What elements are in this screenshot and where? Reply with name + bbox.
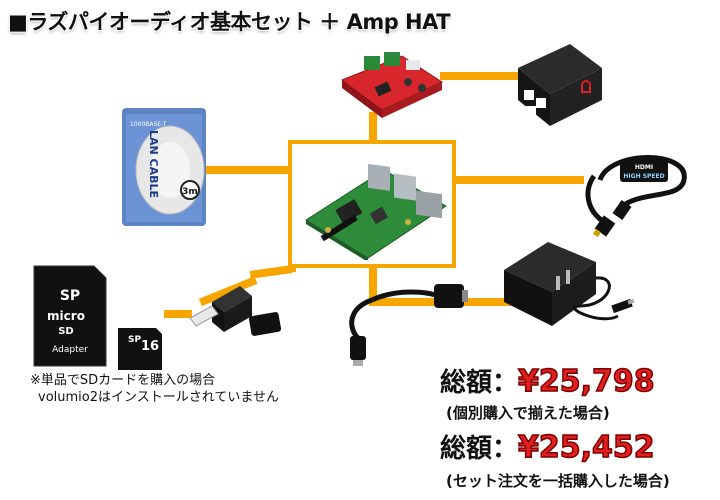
price-label: 総額：: [440, 434, 519, 464]
microsd-capacity: 16: [141, 339, 159, 354]
hdmi-bottom-label: HIGH SPEED: [623, 173, 664, 180]
price-value: ¥25,798: [517, 363, 655, 400]
price-note-set: (セット注文を一括購入した場合): [446, 472, 670, 490]
microsd-brand: SP: [128, 335, 141, 345]
usb-card-reader: [189, 286, 282, 336]
wire-left-card-b: [249, 265, 293, 279]
wire-left-card-a: [288, 264, 296, 272]
note-line-2: volumio2はインストールされていません: [38, 390, 279, 405]
sd-adapter-label: Adapter: [52, 345, 88, 355]
raspberry-pi-board: [305, 163, 447, 260]
price-block-set: 総額：¥25,452: [440, 428, 655, 466]
price-note-individual: (個別購入で揃えた場合): [446, 404, 610, 422]
wire-top-vertical: [369, 112, 377, 142]
power-adapter: [504, 242, 635, 326]
price-value: ¥25,452: [517, 429, 655, 466]
lan-main-label: LAN CABLE: [147, 130, 160, 198]
sd-card-adapter: SP micro SD Adapter: [33, 265, 107, 367]
microsd-card: SP 16: [118, 328, 162, 370]
sd-type: micro: [47, 309, 85, 323]
sd-brand: SP: [60, 288, 80, 304]
lan-cable-package: 3m LAN CABLE 1000BASE-T: [122, 108, 206, 226]
sd-type2: SD: [58, 326, 74, 337]
lan-small-label: 1000BASE-T: [130, 121, 167, 128]
page-title: ■ラズパイオーディオ基本セット ＋ Amp HAT: [8, 10, 451, 34]
otg-cable: [349, 284, 468, 366]
wire-reader-stub: [164, 310, 192, 318]
amp-hat-board: [340, 52, 444, 118]
sd-card-note: ※単品でSDカードを購入の場合 volumio2はインストールされていません: [30, 372, 279, 406]
black-case: [518, 44, 602, 126]
hdmi-top-label: HDMI: [635, 164, 653, 171]
wire-center-down: [369, 266, 377, 306]
wire-right-top: [440, 72, 520, 80]
lan-size-label: 3m: [182, 187, 198, 197]
note-line-1: ※単品でSDカードを購入の場合: [30, 373, 216, 388]
hdmi-cable: HDMI HIGH SPEED: [585, 155, 687, 238]
wire-right-hdmi: [454, 176, 584, 184]
price-block-individual: 総額：¥25,798: [440, 362, 655, 400]
price-label: 総額：: [440, 368, 519, 398]
wire-left-lan: [205, 166, 291, 174]
